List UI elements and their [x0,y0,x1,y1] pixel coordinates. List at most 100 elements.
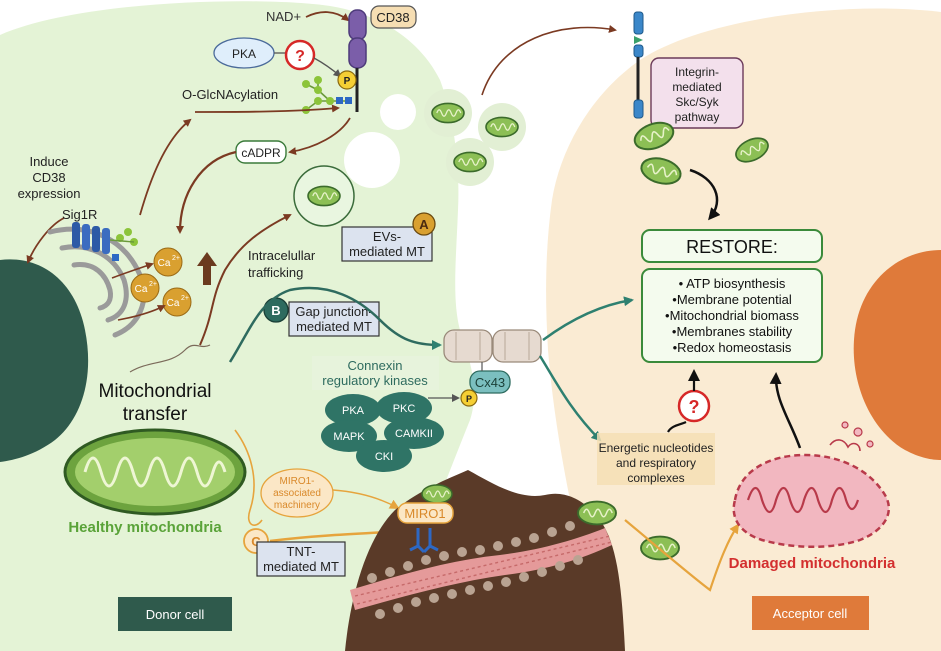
calcium-ion: Ca 2+ [130,273,160,303]
svg-text:CKI: CKI [375,451,393,463]
tnt-line2: mediated MT [263,559,339,574]
integrin-line4: pathway [675,110,720,124]
damaged-mitochondrion [732,421,891,549]
svg-text:CAMKII: CAMKII [395,428,433,440]
svg-text:Ca: Ca [167,298,180,309]
ev-mitochondrion [485,116,519,138]
letter-a: A [419,217,429,232]
intracellular-line2: trafficking [248,265,303,280]
cd38-label-box [370,5,417,29]
miro1-machinery-line3: machinery [274,500,320,511]
restore-title-box [641,229,823,263]
sig1r-label: Sig1R [62,207,97,222]
connexin-line1: Connexin [348,358,403,373]
acceptor-nucleus [853,250,941,460]
gap-to-energetic-arrow [538,355,602,442]
donor-nucleus [0,259,89,462]
intracellular-line1: Intracelullar [248,248,316,263]
tnt-mitochondrion [421,484,453,504]
mito-transfer-line2: transfer [123,404,188,425]
svg-text:MAPK: MAPK [333,431,365,443]
donor-cell-tag [118,597,232,631]
trafficking-wave [129,344,211,373]
svg-text:Ca: Ca [135,284,148,295]
incoming-mitochondrion [577,500,617,526]
acceptor-cell-label: Acceptor cell [773,606,848,621]
phospho-badge-top [337,70,357,90]
restore-item: •Membranes stability [672,324,793,339]
phospho-label-top: P [344,76,351,87]
letter-c: C [251,534,261,549]
gap-junction-channel [443,329,542,363]
pka-label: PKA [232,47,256,61]
kinase-cluster: PKA PKC MAPK CAMKII CKI [321,392,444,472]
svg-text:2+: 2+ [172,255,180,262]
svg-text:2+: 2+ [181,295,189,302]
question-mark-top: ? [295,48,305,65]
calcium-increase-arrow-icon [197,252,217,285]
oglcnacylation-label: O-GlcNAcylation [182,87,278,102]
vesicle-notch [344,132,400,188]
tnt-line1: TNT- [287,544,316,559]
cd38-label: CD38 [376,10,409,25]
letter-a-badge [412,212,436,236]
oglcnac-arrow [194,104,340,113]
integrin-line1: Integrin- [675,65,719,79]
miro1-machinery-line1: MIRO1- [280,476,315,487]
letter-b: B [271,303,280,318]
tnt-wave [234,429,263,526]
integrin-box [650,57,744,129]
energetic-line3: complexes [627,471,684,485]
svg-text:Ca: Ca [158,258,171,269]
restore-item: •Mitochondrial biomass [665,308,799,323]
miro1-machinery-oval [260,468,334,518]
gap-junction-arrow [228,286,442,363]
glycan-tree [302,76,352,114]
cd38-receptor-upper [348,9,367,41]
question-mark-acceptor: ? [689,397,700,417]
restore-title: RESTORE: [686,237,778,257]
evs-line1: EVs- [373,229,401,244]
nad-arrow [305,11,350,22]
tnt-mediated-box [256,541,346,577]
cytoskeleton-stripes [354,535,613,605]
svg-text:PKC: PKC [393,403,416,415]
damaged-mito-label: Damaged mitochondria [729,555,896,572]
trafficking-arrow [199,214,292,346]
donor-cell-label: Donor cell [146,607,205,622]
energetic-line2: and respiratory [616,456,696,470]
vesicle-notch [380,94,416,130]
question-badge-top [284,39,316,71]
gap-to-restore-arrow [542,296,634,342]
healthy-mitochondrion [63,428,247,516]
er-to-calcium-arrow [111,262,154,279]
nad-label: NAD+ [266,9,301,24]
induce-line3: expression [18,186,81,201]
induce-line1: Induce [29,154,68,169]
induce-line2: CD38 [32,170,65,185]
tnt-arrow [269,527,392,543]
actin-beads [367,521,583,619]
mito-transfer-line1: Mitochondrial [99,381,212,402]
cd38-receptor-lower [348,37,367,69]
energetic-line1: Energetic nucleotides [599,441,714,455]
machinery-to-miro1-arrow [332,489,400,509]
restore-item: •Membrane potential [672,292,792,307]
tnt-to-damaged-arrow [624,519,740,592]
question-to-p-arrow [313,57,342,78]
energetic-box [597,433,715,485]
miro1-machinery-line2: associated [273,488,321,499]
integrin-to-restore-arrow [689,168,721,221]
cx43-box [469,370,511,394]
gap-line1: Gap junction- [295,304,372,319]
miro1-box [397,502,454,524]
cadpr-to-calcium-arrow [176,150,237,234]
cx43-label: Cx43 [475,375,505,390]
vesicle-mitochondrion [307,185,341,207]
restore-item: •Redox homeostasis [673,340,792,355]
svg-text:PKA: PKA [342,405,365,417]
cd38-to-cadpr-arrow [288,117,351,155]
sig1r-receptor [72,222,138,261]
damaged-to-restore-arrow [769,372,802,449]
